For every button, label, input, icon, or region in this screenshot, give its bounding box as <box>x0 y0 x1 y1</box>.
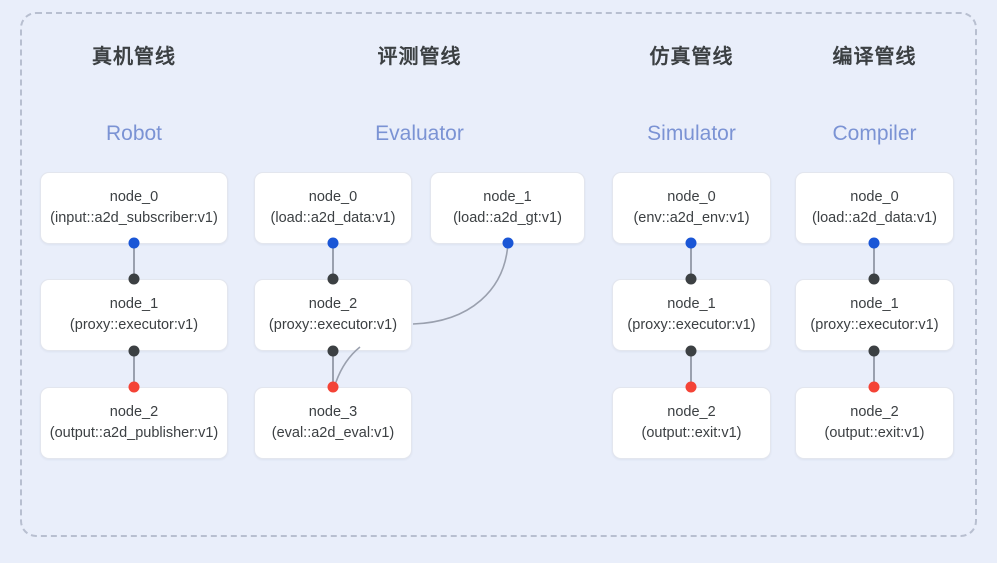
node-name: node_0 <box>308 189 358 205</box>
port-output-simulator-1[interactable] <box>685 345 697 357</box>
node-spec: (load::a2d_data:v1) <box>812 210 937 226</box>
column-title-en-compiler: Compiler <box>832 122 917 145</box>
column-title-cn-evaluator: 评测管线 <box>377 46 462 68</box>
node-simulator-1[interactable]: node_1 (proxy::executor:v1) <box>612 279 771 351</box>
edge-robot-1-2 <box>133 351 135 387</box>
port-output-compiler-0[interactable] <box>868 237 880 249</box>
edge-simulator-1-2 <box>690 351 692 387</box>
port-output-robot-0[interactable] <box>128 237 140 249</box>
column-title-en-evaluator: Evaluator <box>375 122 464 145</box>
node-spec: (load::a2d_data:v1) <box>270 210 396 226</box>
node-name: node_2 <box>308 296 358 312</box>
edge-simulator-0-1 <box>690 243 692 279</box>
node-spec: (output::a2d_publisher:v1) <box>49 425 219 441</box>
port-output-evaluator-2[interactable] <box>327 345 339 357</box>
node-name: node_1 <box>109 296 159 312</box>
pipeline-panel-border <box>20 12 977 537</box>
column-title-cn-simulator: 仿真管线 <box>649 46 734 68</box>
edge-evaluator-2-3 <box>332 351 334 387</box>
port-input-compiler-1[interactable] <box>868 273 880 285</box>
port-input-evaluator-3[interactable] <box>327 381 339 393</box>
node-name: node_0 <box>667 189 716 205</box>
node-simulator-2[interactable]: node_2 (output::exit:v1) <box>612 387 771 459</box>
node-name: node_1 <box>850 296 899 312</box>
edge-robot-0-1 <box>133 243 135 279</box>
port-output-evaluator-0[interactable] <box>327 237 339 249</box>
node-evaluator-2[interactable]: node_2 (proxy::executor:v1) <box>254 279 412 351</box>
edge-compiler-1-2 <box>873 351 875 387</box>
node-name: node_2 <box>850 404 899 420</box>
port-input-evaluator-2[interactable] <box>327 273 339 285</box>
port-input-robot-2[interactable] <box>128 381 140 393</box>
node-robot-0[interactable]: node_0 (input::a2d_subscriber:v1) <box>40 172 228 244</box>
node-evaluator-3[interactable]: node_3 (eval::a2d_eval:v1) <box>254 387 412 459</box>
node-name: node_3 <box>308 404 358 420</box>
node-name: node_0 <box>109 189 159 205</box>
column-title-cn-robot: 真机管线 <box>92 46 176 68</box>
column-title-en-simulator: Simulator <box>647 122 736 145</box>
node-name: node_1 <box>483 189 532 205</box>
node-spec: (proxy::executor:v1) <box>268 317 398 333</box>
node-spec: (eval::a2d_eval:v1) <box>271 425 395 441</box>
port-input-simulator-1[interactable] <box>685 273 697 285</box>
port-output-simulator-0[interactable] <box>685 237 697 249</box>
node-evaluator-0[interactable]: node_0 (load::a2d_data:v1) <box>254 172 412 244</box>
node-name: node_0 <box>850 189 899 205</box>
node-spec: (env::a2d_env:v1) <box>633 210 750 226</box>
node-evaluator-1[interactable]: node_1 (load::a2d_gt:v1) <box>430 172 585 244</box>
node-name: node_2 <box>667 404 716 420</box>
port-output-compiler-1[interactable] <box>868 345 880 357</box>
node-compiler-2[interactable]: node_2 (output::exit:v1) <box>795 387 954 459</box>
node-name: node_2 <box>109 404 159 420</box>
node-robot-1[interactable]: node_1 (proxy::executor:v1) <box>40 279 228 351</box>
port-input-compiler-2[interactable] <box>868 381 880 393</box>
node-spec: (proxy::executor:v1) <box>627 317 756 333</box>
node-robot-2[interactable]: node_2 (output::a2d_publisher:v1) <box>40 387 228 459</box>
node-simulator-0[interactable]: node_0 (env::a2d_env:v1) <box>612 172 771 244</box>
edge-compiler-0-1 <box>873 243 875 279</box>
node-spec: (input::a2d_subscriber:v1) <box>50 210 218 226</box>
node-spec: (output::exit:v1) <box>824 425 925 441</box>
node-compiler-0[interactable]: node_0 (load::a2d_data:v1) <box>795 172 954 244</box>
node-name: node_1 <box>667 296 716 312</box>
node-spec: (output::exit:v1) <box>641 425 742 441</box>
column-title-cn-compiler: 编译管线 <box>832 46 917 68</box>
edge-evaluator-0-2 <box>332 243 334 279</box>
node-compiler-1[interactable]: node_1 (proxy::executor:v1) <box>795 279 954 351</box>
node-spec: (proxy::executor:v1) <box>810 317 939 333</box>
port-input-robot-1[interactable] <box>128 273 140 285</box>
port-output-evaluator-1[interactable] <box>502 237 514 249</box>
node-spec: (load::a2d_gt:v1) <box>453 210 562 226</box>
node-spec: (proxy::executor:v1) <box>69 317 199 333</box>
column-title-en-robot: Robot <box>105 122 163 145</box>
port-output-robot-1[interactable] <box>128 345 140 357</box>
port-input-simulator-2[interactable] <box>685 381 697 393</box>
